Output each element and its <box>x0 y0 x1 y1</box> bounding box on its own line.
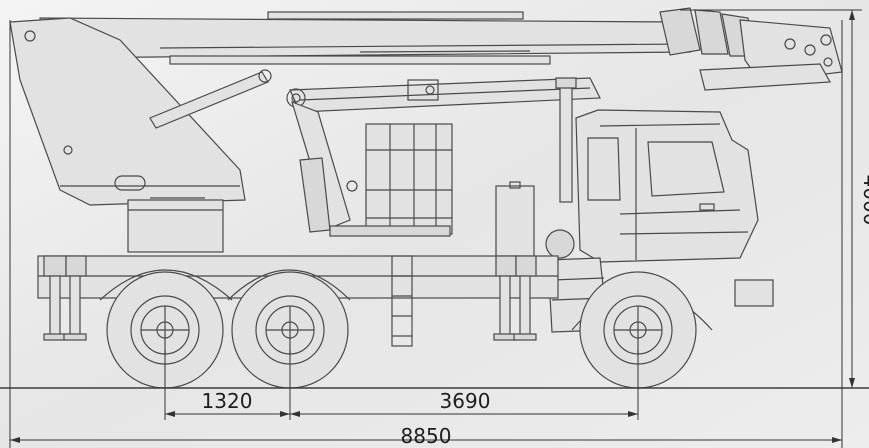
dim-rear-axle-spacing: 1320 <box>202 389 253 413</box>
dim-overall-height: 4000 <box>859 175 869 226</box>
front-outriggers <box>493 275 537 341</box>
exhaust-pipe <box>555 77 577 203</box>
work-basket <box>329 123 453 237</box>
access-ladder <box>391 255 413 347</box>
dim-wheelbase-front: 3690 <box>440 389 491 413</box>
basket-arm <box>291 101 358 233</box>
boom-head <box>659 7 843 91</box>
dimension-lines <box>9 9 862 448</box>
lift-cylinder <box>149 69 272 129</box>
turret-column <box>9 17 246 253</box>
upper-boom <box>39 11 691 65</box>
truck-cab <box>575 109 774 307</box>
dim-overall-length: 8850 <box>401 424 452 448</box>
tool-box <box>495 181 535 261</box>
rear-fenders <box>99 269 351 301</box>
rear-outriggers <box>43 275 87 341</box>
rear-wheel-1 <box>106 271 224 389</box>
